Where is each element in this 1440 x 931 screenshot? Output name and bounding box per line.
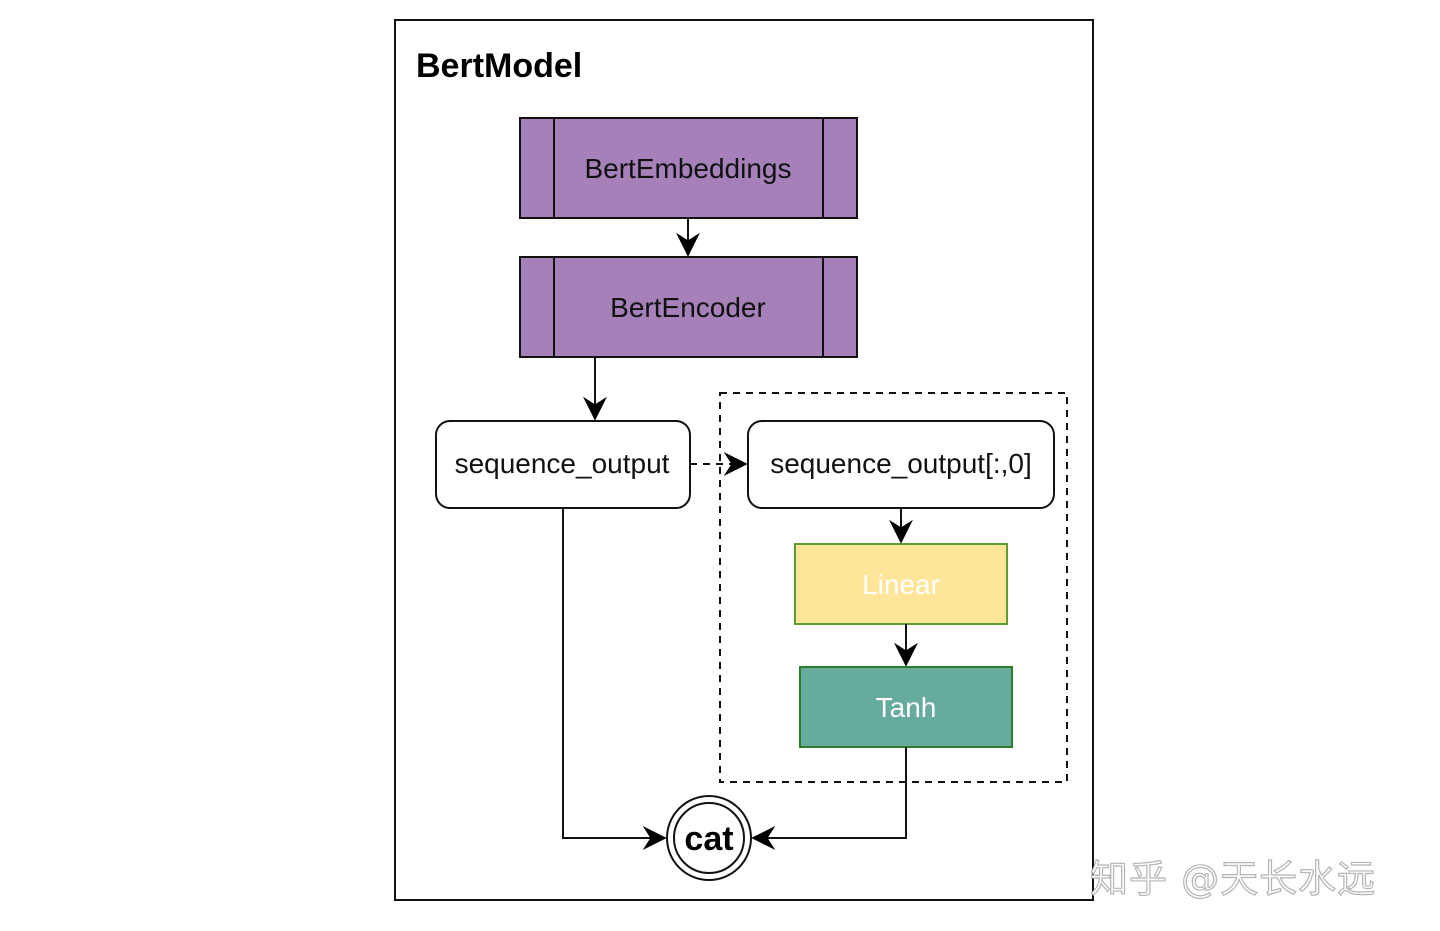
cat-node[interactable]: cat xyxy=(666,795,752,881)
edge-sequence-output-to-cat xyxy=(562,508,667,850)
cat-label: cat xyxy=(684,820,733,858)
bert-encoder-node[interactable]: BertEncoder xyxy=(519,256,858,358)
sequence-output-label: sequence_output xyxy=(455,448,670,479)
watermark: 知乎 @天长水远 xyxy=(1089,856,1377,901)
bert-embeddings-node[interactable]: BertEmbeddings xyxy=(519,117,858,219)
tanh-label: Tanh xyxy=(876,692,937,723)
cls-token-node[interactable]: sequence_output[:,0] xyxy=(747,420,1055,509)
bert-embeddings-label: BertEmbeddings xyxy=(584,153,791,184)
tanh-node[interactable]: Tanh xyxy=(799,666,1013,748)
frame-title: BertModel xyxy=(416,47,582,85)
cls-token-label: sequence_output[:,0] xyxy=(770,448,1032,479)
linear-node[interactable]: Linear xyxy=(794,543,1008,625)
linear-label: Linear xyxy=(862,569,940,600)
bert-encoder-label: BertEncoder xyxy=(610,292,766,323)
pooler-group-outline xyxy=(719,392,1068,783)
edge-tanh-to-cat xyxy=(751,747,907,850)
sequence-output-node[interactable]: sequence_output xyxy=(435,420,691,509)
